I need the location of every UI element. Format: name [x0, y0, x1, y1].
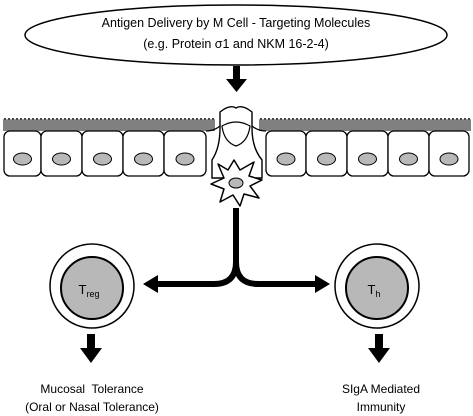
- epithelial-cell-nucleus: [358, 152, 377, 166]
- left-outcome-line-2: (Oral or Nasal Tolerance): [25, 400, 159, 414]
- header-line-1: Antigen Delivery by M Cell - Targeting M…: [102, 16, 371, 30]
- epithelial-cell: [428, 130, 470, 177]
- m-cell: [211, 105, 263, 179]
- treg-nucleus: [60, 256, 124, 320]
- header-ellipse: [24, 4, 448, 66]
- epithelial-cell-nucleus: [276, 152, 296, 166]
- treg-cell: Treg: [49, 243, 135, 329]
- left-down-arrow-icon: [80, 334, 102, 363]
- header-line-2: (e.g. Protein σ1 and NKM 16-2-4): [143, 37, 329, 51]
- epithelial-cell-nucleus: [175, 152, 195, 166]
- right-outcome-line-1: SIgA Mediated: [342, 382, 420, 396]
- epithelial-cell: [163, 130, 207, 177]
- epithelial-cell: [3, 130, 42, 177]
- epithelial-cell: [387, 130, 430, 177]
- dendritic-cell: [210, 159, 263, 207]
- dendritic-cell-nucleus: [228, 177, 244, 189]
- epithelial-cell: [346, 130, 389, 177]
- epithelial-cell: [122, 130, 165, 177]
- epithelial-cell: [40, 130, 83, 177]
- right-outcome-line-2: Immunity: [357, 400, 406, 414]
- right-down-arrow-icon: [368, 334, 390, 363]
- treg-label-sub: reg: [86, 289, 99, 299]
- down-arrow-icon: [226, 66, 247, 92]
- epithelial-cell-layer: [3, 118, 471, 177]
- epithelial-cell: [265, 130, 307, 177]
- epithelial-cell-nucleus: [13, 152, 32, 166]
- treg-label: Treg: [79, 282, 100, 299]
- th-label-sub: h: [375, 289, 380, 299]
- epithelial-cell: [81, 130, 124, 177]
- epithelial-cell-nucleus: [439, 152, 459, 166]
- epithelial-cell-nucleus: [134, 152, 153, 166]
- epithelial-cell: [305, 130, 348, 177]
- th-cell: Th: [334, 243, 420, 329]
- epithelial-cell-nucleus: [52, 152, 71, 166]
- left-outcome-line-1: Mucosal Tolerance: [40, 382, 143, 396]
- th-label: Th: [368, 282, 381, 299]
- epithelial-cell-nucleus: [399, 152, 418, 166]
- epithelial-cell-nucleus: [317, 152, 336, 166]
- epithelial-cell-nucleus: [93, 152, 112, 166]
- branch-arrow-icon: [143, 208, 330, 293]
- th-nucleus: [345, 256, 409, 320]
